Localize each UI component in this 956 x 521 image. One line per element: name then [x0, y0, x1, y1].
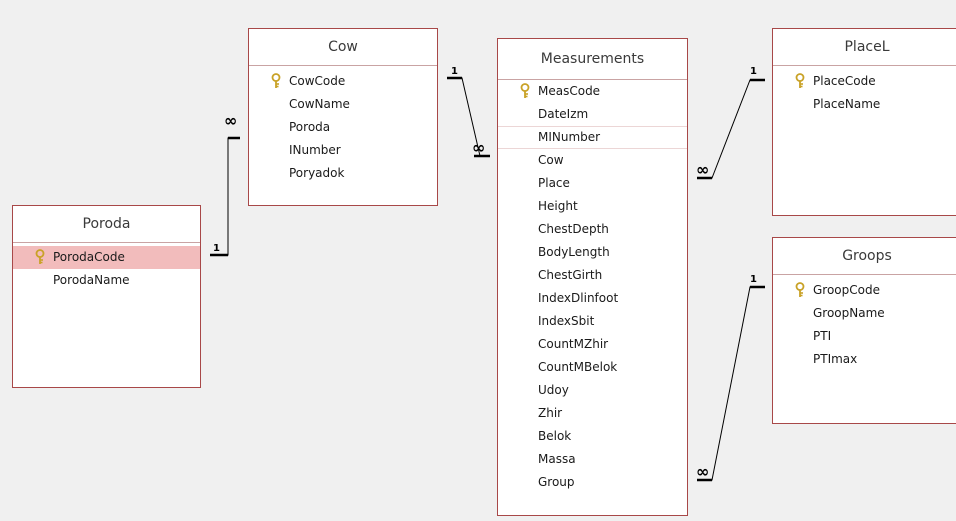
many-label: ∞ [696, 462, 709, 481]
field-row[interactable]: ChestDepth [498, 218, 687, 241]
field-name: Zhir [538, 406, 563, 420]
field-row[interactable]: Udoy [498, 379, 687, 402]
field-row[interactable]: Cow [498, 149, 687, 172]
field-name: CowCode [289, 74, 346, 88]
one-label: 1 [213, 243, 220, 254]
field-name: PTImax [813, 352, 858, 366]
relationship-poroda-cow[interactable]: 1 ∞ [210, 111, 240, 257]
field-row[interactable]: INumber [249, 139, 437, 162]
field-row[interactable]: GroopName [773, 302, 956, 325]
field-name: CountMZhir [538, 337, 609, 351]
one-label: 1 [451, 66, 458, 77]
field-row[interactable]: CowCode [249, 70, 437, 93]
field-row[interactable]: IndexDlinfoot [498, 287, 687, 310]
field-row[interactable]: PTI [773, 325, 956, 348]
primary-key-icon [795, 73, 805, 89]
table-title[interactable]: Groops [773, 238, 956, 275]
field-name: BodyLength [538, 245, 610, 259]
field-row[interactable]: Group [498, 471, 687, 494]
field-row[interactable]: CountMBelok [498, 356, 687, 379]
field-name: PorodaName [53, 273, 130, 287]
field-name: Belok [538, 429, 572, 443]
field-name: PTI [813, 329, 832, 343]
field-name: CountMBelok [538, 360, 618, 374]
primary-key-icon [795, 282, 805, 298]
table-title[interactable]: PlaceL [773, 29, 956, 66]
one-label: 1 [750, 274, 757, 285]
field-row[interactable]: DateIzm [498, 103, 687, 126]
one-label: 1 [750, 66, 757, 77]
relationship-groops-measurements[interactable]: 1 ∞ [696, 274, 765, 482]
field-row[interactable]: BodyLength [498, 241, 687, 264]
many-label: ∞ [224, 111, 237, 130]
field-name: IndexDlinfoot [538, 291, 619, 305]
field-name: ChestGirth [538, 268, 603, 282]
field-row[interactable]: Massa [498, 448, 687, 471]
field-row[interactable]: Belok [498, 425, 687, 448]
table-title[interactable]: Measurements [498, 39, 687, 80]
primary-key-icon [271, 73, 281, 89]
field-row[interactable]: CountMZhir [498, 333, 687, 356]
field-name: Group [538, 475, 575, 489]
primary-key-icon [35, 249, 45, 265]
many-label: ∞ [472, 138, 485, 157]
relationship-placel-measurements[interactable]: 1 ∞ [696, 66, 765, 180]
field-row[interactable]: CowName [249, 93, 437, 116]
field-name: MeasCode [538, 84, 601, 98]
field-name: INumber [289, 143, 341, 157]
field-name: Poroda [289, 120, 331, 134]
field-row[interactable]: Height [498, 195, 687, 218]
field-name: PorodaCode [53, 250, 125, 264]
field-row[interactable]: PlaceName [773, 93, 956, 116]
field-name: GroopName [813, 306, 885, 320]
field-row[interactable]: PorodaName [13, 269, 200, 292]
field-name: PlaceCode [813, 74, 876, 88]
field-name: Massa [538, 452, 576, 466]
field-row[interactable]: Zhir [498, 402, 687, 425]
field-row[interactable]: ChestGirth [498, 264, 687, 287]
field-name: PlaceName [813, 97, 881, 111]
table-title[interactable]: Poroda [13, 206, 200, 243]
field-row[interactable]: GroopCode [773, 279, 956, 302]
field-row[interactable]: Place [498, 172, 687, 195]
field-row[interactable]: Poryadok [249, 162, 437, 185]
field-name: Poryadok [289, 166, 345, 180]
field-name: CowName [289, 97, 350, 111]
field-name: Cow [538, 153, 564, 167]
field-row[interactable]: Poroda [249, 116, 437, 139]
field-name: IndexSbit [538, 314, 595, 328]
field-row[interactable]: PlaceCode [773, 70, 956, 93]
field-row[interactable]: MeasCode [498, 80, 687, 103]
field-row[interactable]: MINumber [498, 126, 687, 149]
field-row[interactable]: PorodaCode [13, 246, 200, 269]
many-label: ∞ [696, 160, 709, 179]
field-row[interactable]: PTImax [773, 348, 956, 371]
field-row[interactable]: IndexSbit [498, 310, 687, 333]
field-name: Udoy [538, 383, 569, 397]
relationship-cow-measurements[interactable]: 1 ∞ [447, 66, 490, 158]
field-name: ChestDepth [538, 222, 609, 236]
primary-key-icon [520, 83, 530, 99]
field-name: MINumber [538, 130, 601, 144]
field-name: Height [538, 199, 578, 213]
field-name: Place [538, 176, 570, 190]
table-title[interactable]: Cow [249, 29, 437, 66]
field-name: GroopCode [813, 283, 880, 297]
field-name: DateIzm [538, 107, 589, 121]
